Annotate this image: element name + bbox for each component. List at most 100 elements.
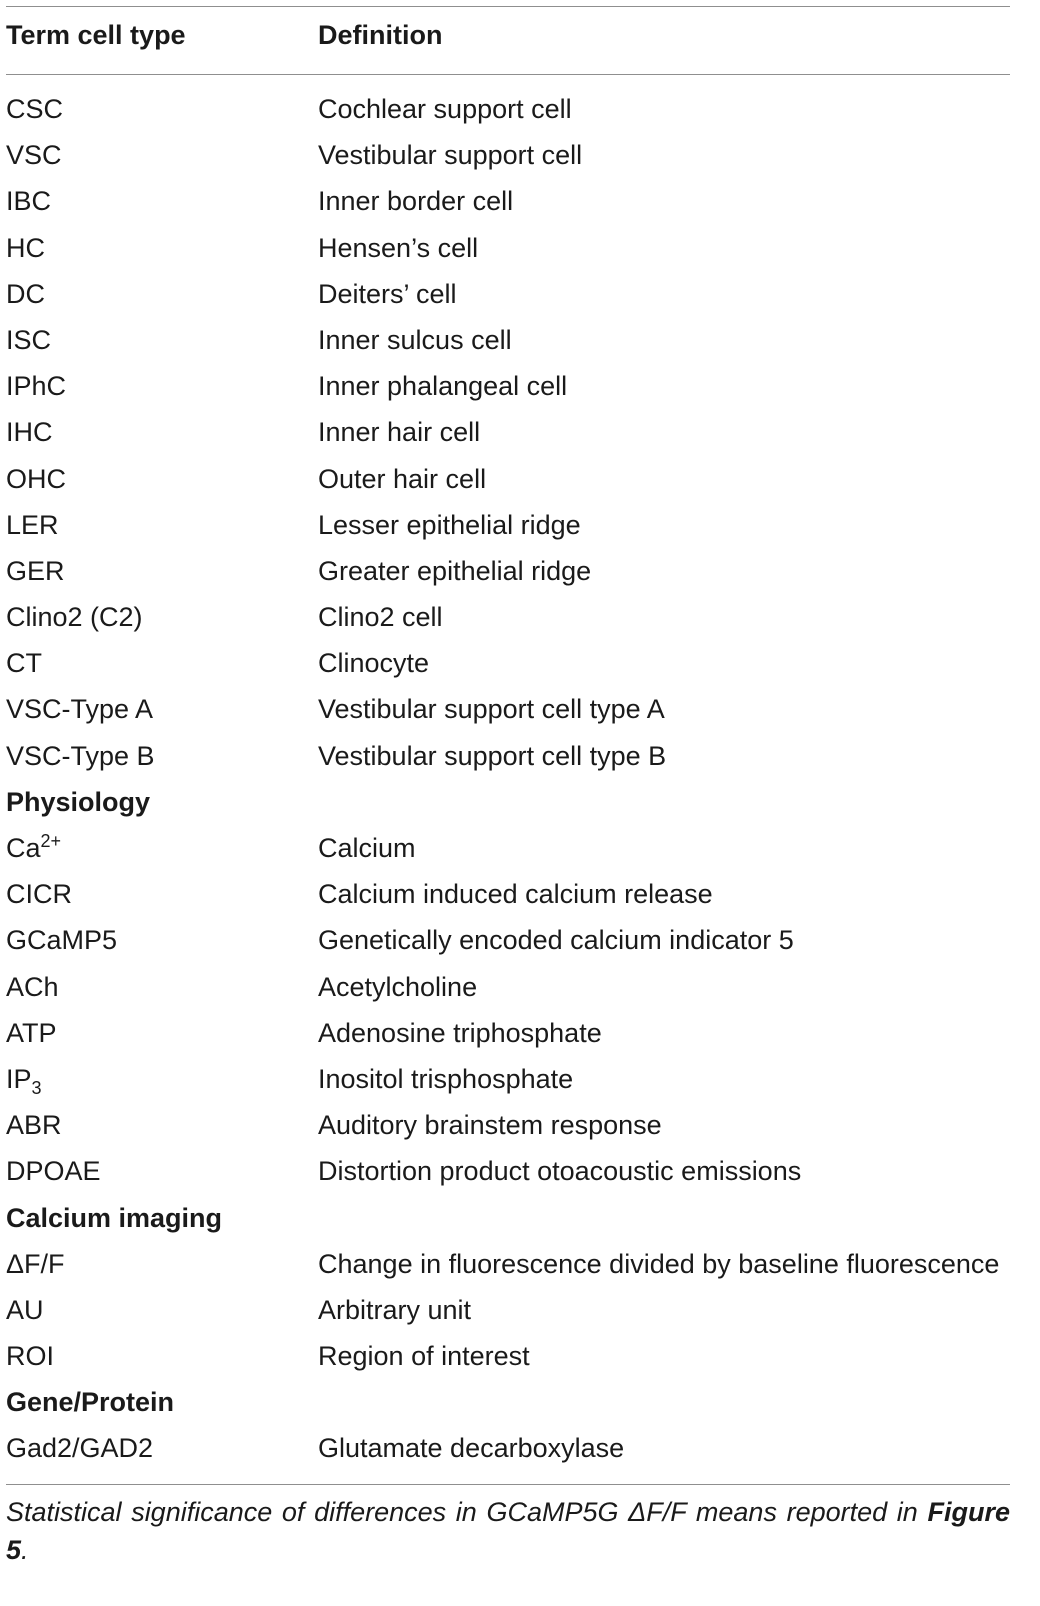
term-cell: IPhC (6, 363, 66, 409)
term-text: ABR (6, 1110, 62, 1141)
definition-cell: Adenosine triphosphate (318, 1017, 602, 1048)
term-cell: IBC (6, 178, 51, 224)
term-cell: DC (6, 271, 45, 317)
term-text: ACh (6, 971, 59, 1002)
term-text: ROI (6, 1341, 55, 1372)
definition-cell: Inner border cell (318, 186, 514, 217)
term-cell: ROI (6, 1333, 54, 1379)
term-cell: VSC (6, 132, 62, 178)
table-row: DPOAE Distortion product otoacoustic emis… (0, 1148, 1040, 1194)
term-cell: AU (6, 1287, 44, 1333)
term-text: GER (6, 555, 65, 586)
definition-cell: Outer hair cell (318, 463, 487, 494)
definition-cell: Hensen’s cell (318, 232, 479, 263)
definition-cell: Inner phalangeal cell (318, 371, 568, 402)
term-superscript: 2+ (40, 831, 62, 851)
term-text: IPhC (6, 371, 67, 402)
table-row: GCaMP5 Genetically encoded calcium indica… (0, 917, 1040, 963)
term-text: VSC (6, 140, 62, 171)
term-text: Calcium imaging (6, 1202, 223, 1233)
term-subscript: 3 (31, 1077, 42, 1098)
term-cell: GCaMP5 (6, 917, 117, 963)
definition-cell: Calcium induced calcium release (318, 879, 713, 910)
footnote-figure-ref: Figure 5 (6, 1497, 1010, 1565)
section-heading: Calcium imaging (6, 1195, 222, 1241)
term-text: OHC (6, 463, 66, 494)
term-text: ATP (6, 1017, 57, 1048)
definition-cell: Inositol trisphosphate (318, 1063, 574, 1094)
definition-cell: Arbitrary unit (318, 1294, 472, 1325)
table-bottom-rule (6, 1484, 1010, 1485)
term-text: ISC (6, 324, 52, 355)
term-cell: CICR (6, 871, 72, 917)
column-header-definition: Definition (318, 20, 443, 50)
term-cell: CSC (6, 86, 63, 132)
table-row: ROI Region of interest (0, 1333, 1040, 1379)
term-text: HC (6, 232, 45, 263)
definition-cell: Distortion product otoacoustic emissions (318, 1156, 802, 1187)
term-cell: ΔF/F (6, 1241, 65, 1287)
definition-cell: Clino2 cell (318, 602, 443, 633)
footnote-period: . (21, 1535, 29, 1565)
table-row: AU Arbitrary unit (0, 1287, 1040, 1333)
definition-cell: Calcium (318, 833, 416, 863)
column-header-term: Term cell type (6, 20, 186, 50)
term-cell: Gad2/GAD2 (6, 1425, 153, 1471)
term-cell: Clino2 (C2) (6, 594, 143, 640)
table-row: GER Greater epithelial ridge (0, 548, 1040, 594)
term-cell: LER (6, 502, 59, 548)
definition-cell: Inner hair cell (318, 417, 481, 448)
table-row: LER Lesser epithelial ridge (0, 502, 1040, 548)
term-cell: IP3 (6, 1056, 42, 1102)
term-text: VSC-Type A (6, 694, 154, 725)
definition-cell: Acetylcholine (318, 971, 478, 1002)
term-text: AU (6, 1294, 44, 1325)
term-text: Gene/Protein (6, 1387, 175, 1418)
term-text: CT (6, 648, 42, 679)
table-row: ACh Acetylcholine (0, 964, 1040, 1010)
term-cell: ACh (6, 964, 59, 1010)
definition-cell: Clinocyte (318, 648, 430, 679)
definition-cell: Vestibular support cell (318, 140, 583, 171)
footnote-text: Statistical significance of differences … (6, 1497, 918, 1527)
term-cell: VSC-Type B (6, 733, 155, 779)
table-row: CT Clinocyte (0, 640, 1040, 686)
definition-cell: Lesser epithelial ridge (318, 509, 581, 540)
definition-cell: Deiters’ cell (318, 278, 457, 309)
term-cell: DPOAE (6, 1148, 101, 1194)
table-row: Clino2 (C2) Clino2 cell (0, 594, 1040, 640)
term-text: IBC (6, 186, 52, 217)
definition-cell: Cochlear support cell (318, 94, 572, 124)
table-row: ABR Auditory brainstem response (0, 1102, 1040, 1148)
definition-cell: Auditory brainstem response (318, 1110, 662, 1141)
term-text: Physiology (6, 786, 151, 817)
term-cell: IHC (6, 409, 53, 455)
term-cell: GER (6, 548, 65, 594)
definition-cell: Greater epithelial ridge (318, 555, 592, 586)
table-row: VSC-Type A Vestibular support cell type A (0, 686, 1040, 732)
term-text: Gad2/GAD2 (6, 1433, 154, 1464)
definition-cell: Genetically encoded calcium indicator 5 (318, 925, 794, 956)
table-row: IHC Inner hair cell (0, 409, 1040, 455)
term-text: VSC-Type B (6, 740, 155, 771)
definition-cell: Region of interest (318, 1341, 530, 1372)
section-heading-row: Physiology (0, 779, 1040, 825)
table-row: IPhC Inner phalangeal cell (0, 363, 1040, 409)
definition-cell: Vestibular support cell type A (318, 694, 665, 725)
term-text: DC (6, 278, 45, 309)
table-row: OHC Outer hair cell (0, 456, 1040, 502)
term-text: IHC (6, 417, 53, 448)
table-row: IBC Inner border cell (0, 178, 1040, 224)
table-row: IP3 Inositol trisphosphate (0, 1056, 1040, 1102)
table-row: CSC Cochlear support cell (0, 86, 1040, 132)
term-cell: OHC (6, 456, 66, 502)
table-row: DC Deiters’ cell (0, 271, 1040, 317)
term-cell: Ca2+ (6, 825, 61, 871)
term-cell: ISC (6, 317, 51, 363)
term-text: DPOAE (6, 1156, 101, 1187)
term-cell: CT (6, 640, 42, 686)
section-heading: Gene/Protein (6, 1379, 174, 1425)
